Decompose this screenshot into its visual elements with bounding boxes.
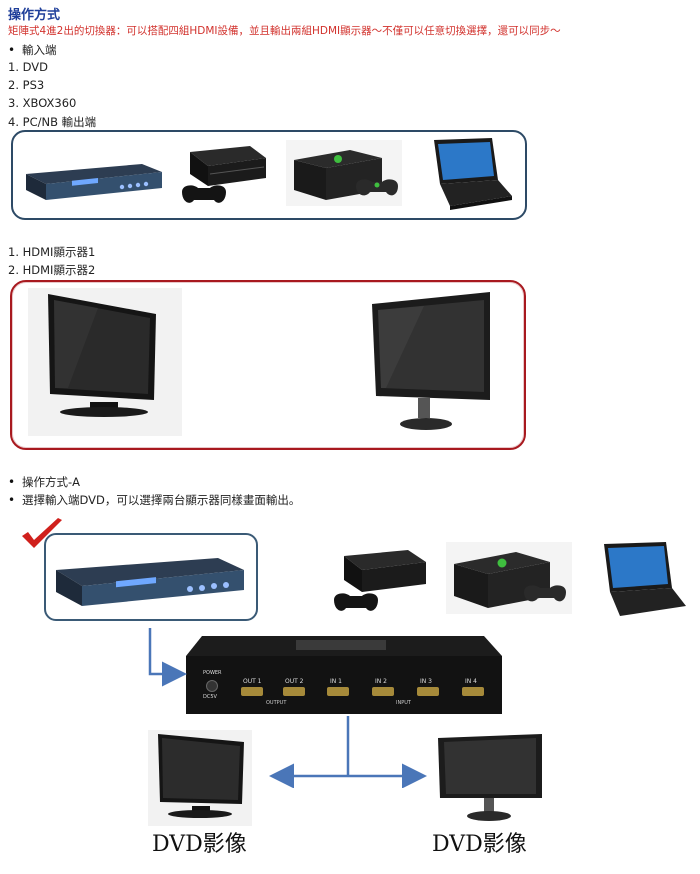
input-item-xbox: 3. XBOX360 — [8, 96, 77, 110]
signal-arrows — [148, 628, 427, 788]
switcher-power-label: POWER — [203, 670, 222, 676]
port-label-out2: OUT 2 — [285, 678, 304, 685]
output-monitor-image — [438, 734, 542, 821]
mode-bullet-a: 操作方式-A — [8, 474, 80, 490]
output-group-label: OUTPUT — [266, 700, 287, 706]
ps3-console-image-2 — [334, 550, 426, 611]
laptop-image — [434, 138, 512, 210]
caption-left: DVD影像 — [152, 832, 247, 857]
input-item-dvd: 1. DVD — [8, 60, 49, 74]
page-title: 操作方式 — [8, 8, 61, 23]
port-label-in4: IN 4 — [465, 678, 477, 685]
hdmi-port-in4 — [462, 687, 484, 696]
port-label-in1: IN 1 — [330, 678, 342, 685]
laptop-image-2 — [604, 542, 686, 616]
port-label-in3: IN 3 — [420, 678, 432, 685]
port-label-out1: OUT 1 — [243, 678, 262, 685]
input-group-label: INPUT — [396, 700, 411, 706]
mode-bullet-description: 選擇輸入端DVD，可以選擇兩台顯示器同樣畫面輸出。 — [8, 492, 300, 508]
output-item-2: 2. HDMI顯示器2 — [8, 263, 96, 277]
hdmi-monitor-2-image — [372, 292, 490, 430]
output-tv-image — [148, 730, 252, 826]
hdmi-tv-1-image — [28, 288, 182, 436]
inputs-header: 輸入端 — [8, 42, 57, 58]
xbox360-console-image — [286, 140, 402, 206]
port-label-in2: IN 2 — [375, 678, 387, 685]
hdmi-port-in2 — [372, 687, 394, 696]
input-item-ps3: 2. PS3 — [8, 78, 45, 92]
caption-right: DVD影像 — [432, 832, 527, 857]
hdmi-switcher-image — [186, 636, 502, 714]
dvd-player-image — [26, 164, 162, 200]
xbox360-console-image-2 — [446, 542, 572, 614]
hdmi-port-in3 — [417, 687, 439, 696]
hdmi-port-out1 — [241, 687, 263, 696]
hdmi-port-in1 — [327, 687, 349, 696]
intro-text: 矩陣式4進2出的切換器：可以搭配四組HDMI設備，並且輸出兩組HDMI顯示器～不… — [8, 25, 561, 37]
hdmi-port-out2 — [283, 687, 305, 696]
selected-dvd-player-image — [56, 558, 244, 606]
power-button[interactable] — [206, 680, 218, 692]
switcher-dc-label: DC5V — [203, 694, 217, 700]
checkmark-icon — [22, 518, 62, 548]
ps3-console-image — [182, 146, 266, 203]
input-item-pcnb: 4. PC/NB 輸出端 — [8, 115, 97, 129]
output-item-1: 1. HDMI顯示器1 — [8, 245, 96, 259]
